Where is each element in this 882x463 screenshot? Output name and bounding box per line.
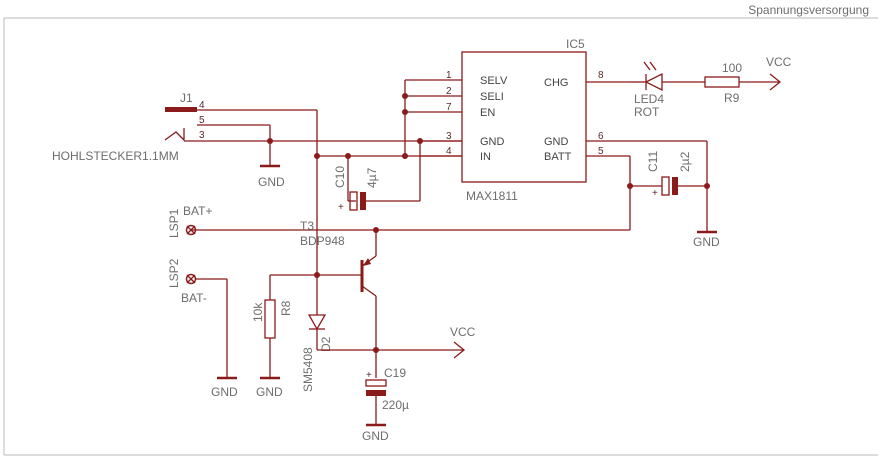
c11-value: 2µ2 — [678, 151, 692, 172]
r9-value: 100 — [722, 61, 742, 75]
r8-resistor[interactable]: 10k R8 — [251, 275, 293, 378]
lsp2-cross-b — [186, 274, 196, 284]
t3-collector-leg — [361, 285, 377, 297]
ic5-pin-name-in: IN — [480, 151, 491, 163]
c10-capacitor[interactable]: + C10 4µ7 — [333, 141, 421, 213]
j1-pin-3: 3 — [199, 130, 205, 141]
d2-value: SM5408 — [301, 347, 315, 392]
ic5-pin-name-selv: SELV — [480, 75, 508, 87]
ic5-pin-num-1: 1 — [446, 70, 452, 81]
gnd-r8-label: GND — [256, 385, 283, 399]
ic5-body — [461, 51, 587, 183]
c19-value: 220µ — [382, 398, 409, 412]
ic5-pin-num-4: 4 — [446, 146, 452, 157]
r8-body — [264, 299, 276, 339]
c19-plate-minus — [366, 390, 386, 396]
ic5-ref: IC5 — [566, 37, 585, 51]
c10-ref: C10 — [333, 166, 347, 188]
j1-ref: J1 — [180, 91, 193, 105]
vcc2-label: VCC — [450, 325, 476, 339]
j1-pin-5: 5 — [199, 115, 205, 126]
junction-j1-gnd — [267, 138, 273, 144]
ic5-pin-num-8: 8 — [598, 70, 604, 81]
vcc2-arrow — [453, 341, 466, 359]
junction-en — [402, 109, 408, 115]
ic5-pin-name-seli: SELI — [480, 91, 504, 103]
ic5-pin-num-7: 7 — [446, 102, 452, 113]
lsp1-terminal[interactable]: LSP1 BAT+ — [167, 204, 212, 238]
t3-emitter-arrow — [363, 258, 371, 266]
gnd-c11-label: GND — [693, 235, 720, 249]
j1-pin-4: 4 — [199, 100, 205, 111]
r8-ref: R8 — [279, 300, 293, 316]
c10-value: 4µ7 — [365, 167, 379, 188]
ic5-pin-num-6: 6 — [598, 131, 604, 142]
c19-plate-plus — [365, 379, 387, 387]
r9-body — [704, 76, 740, 88]
led4-ray-1 — [643, 61, 651, 71]
d2-triangle — [307, 314, 327, 331]
r9-resistor[interactable]: 100 R9 — [704, 61, 742, 105]
c11-capacitor[interactable]: + C11 2µ2 — [630, 151, 707, 199]
lsp1-cross-b — [186, 225, 196, 235]
ic5-pin-name-en: EN — [480, 107, 495, 119]
gnd-c19-label: GND — [362, 429, 389, 443]
ic5-pin-name-batt: BATT — [544, 151, 572, 163]
j1-plug-shape — [164, 128, 185, 142]
ic5-pin-name-chg: CHG — [544, 77, 568, 89]
c11-plus-sign: + — [652, 188, 658, 199]
t3-value: BDP948 — [300, 234, 345, 248]
c19-plus-sign: + — [366, 370, 372, 381]
j1-connector[interactable]: J1 HOHLSTECKER1.1MM 4 5 3 — [52, 91, 205, 163]
r8-value: 10k — [251, 302, 265, 322]
d2-ref: D2 — [319, 336, 333, 352]
ic5-pin-num-3: 3 — [446, 131, 452, 142]
lsp1-ref: LSP1 — [167, 208, 181, 238]
led4-value: ROT — [634, 105, 660, 119]
lsp2-ref: LSP2 — [167, 258, 181, 288]
lsp1-pad — [185, 224, 197, 236]
led4-component[interactable]: LED4 ROT — [630, 61, 705, 119]
j1-pin-bar — [165, 107, 197, 112]
lsp2-label: BAT- — [181, 291, 207, 305]
led4-ref: LED4 — [634, 92, 664, 106]
ic5-component[interactable]: IC5 MAX1811 1 2 7 3 4 SELV SELI EN GND I… — [405, 37, 630, 203]
c11-ref: C11 — [646, 151, 660, 172]
lsp2-terminal[interactable]: LSP2 BAT- — [167, 258, 207, 305]
gnd-j1-label: GND — [258, 175, 285, 189]
junction-vcc2 — [373, 347, 379, 353]
ic5-pin-num-2: 2 — [446, 86, 452, 97]
c11-plate-plus — [661, 176, 670, 196]
ic5-pin-num-5: 5 — [598, 146, 604, 157]
vcc1-label: VCC — [766, 55, 792, 69]
gnd-lsp2-label: GND — [211, 385, 238, 399]
ic5-pin-name-gnd-right: GND — [544, 136, 569, 148]
lsp1-label: BAT+ — [183, 204, 212, 218]
r9-ref: R9 — [724, 91, 740, 105]
t3-ref: T3 — [300, 219, 314, 233]
junction-in-left — [314, 153, 320, 159]
c11-plate-minus — [672, 177, 678, 195]
c10-plate-plus — [349, 191, 358, 211]
led4-ray-2 — [649, 61, 657, 71]
sheet-title: Spannungsversorgung — [748, 3, 869, 17]
led4-triangle — [644, 72, 663, 92]
c19-ref: C19 — [384, 366, 406, 380]
c10-plate-minus — [360, 192, 366, 210]
c19-capacitor[interactable]: + C19 220µ — [365, 366, 409, 425]
t3-transistor[interactable]: T3 BDP948 — [300, 219, 377, 378]
vcc1-arrow — [769, 73, 782, 91]
ic5-pin-name-gnd: GND — [480, 136, 505, 148]
junction-seli — [402, 93, 408, 99]
c10-plus-sign: + — [338, 202, 344, 213]
ic5-part: MAX1811 — [466, 189, 518, 203]
d2-diode[interactable]: SM5408 D2 — [301, 275, 333, 392]
j1-value: HOHLSTECKER1.1MM — [52, 149, 179, 163]
